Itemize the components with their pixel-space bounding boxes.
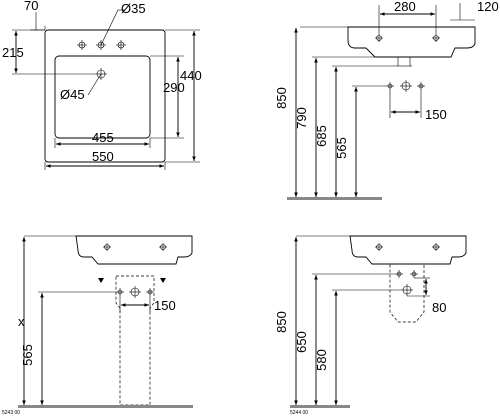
- dim-215: 215: [2, 45, 24, 60]
- dim-diameter-35: Ø35: [121, 1, 146, 16]
- dim-565: 565: [20, 344, 35, 366]
- floor-line: [287, 197, 382, 200]
- dim-150: 150: [154, 298, 176, 313]
- dim-565: 565: [334, 137, 349, 159]
- dim-150: 150: [425, 107, 447, 122]
- floor-line: [18, 405, 193, 408]
- dim-650: 650: [294, 331, 309, 353]
- top-view: 70 Ø35 215 440 290 Ø45 455 550: [2, 0, 202, 170]
- waste-outlet: [129, 286, 141, 298]
- dim-120: 120: [477, 0, 499, 14]
- supply-left: [116, 288, 124, 296]
- dim-580: 580: [314, 349, 329, 371]
- tap-hole-right: [432, 243, 440, 251]
- dim-790: 790: [294, 107, 309, 129]
- drawing-code: 5243 00: [2, 410, 20, 416]
- supply-left: [386, 82, 394, 90]
- drawing-code: 5244 00: [290, 410, 308, 416]
- waste-outlet: [400, 80, 412, 92]
- dim-850: 850: [274, 311, 289, 333]
- tap-hole-left: [375, 243, 383, 251]
- supply-right: [146, 288, 154, 296]
- tap-hole-left: [77, 40, 87, 50]
- dim-455: 455: [92, 130, 114, 145]
- tap-hole-right: [116, 40, 126, 50]
- dim-diameter-45: Ø45: [60, 87, 85, 102]
- bowl-outline: [54, 55, 151, 139]
- dim-290: 290: [163, 80, 185, 95]
- supply-right: [417, 82, 425, 90]
- supply-right: [410, 270, 418, 278]
- dim-550: 550: [92, 149, 114, 164]
- pedestal-view: x 565 150 5243 00: [2, 235, 193, 416]
- dim-850: 850: [274, 87, 289, 109]
- supply-left: [395, 270, 403, 278]
- dim-x: x: [18, 314, 25, 329]
- waste-outlet: [401, 284, 413, 296]
- side-view-wall: 280 120 850 790 685 565 150: [274, 0, 499, 200]
- pedestal-outline: [115, 275, 155, 406]
- semi-pedestal-view: 850 650 580 80 5244 00: [274, 235, 467, 416]
- floor-line: [290, 405, 350, 408]
- basin-profile: [75, 235, 193, 265]
- tap-hole-right: [159, 243, 167, 251]
- dim-280: 280: [394, 0, 416, 14]
- dim-440: 440: [180, 68, 202, 83]
- dim-70: 70: [24, 0, 38, 13]
- dim-80: 80: [432, 300, 446, 315]
- basin-outline: [44, 29, 166, 163]
- tap-hole-right: [432, 34, 440, 42]
- dim-685: 685: [314, 125, 329, 147]
- tap-hole-left: [103, 243, 111, 251]
- basin-profile: [349, 235, 467, 265]
- tap-hole-left: [375, 34, 383, 42]
- semi-pedestal-outline: [389, 263, 425, 323]
- basin-profile: [347, 26, 476, 58]
